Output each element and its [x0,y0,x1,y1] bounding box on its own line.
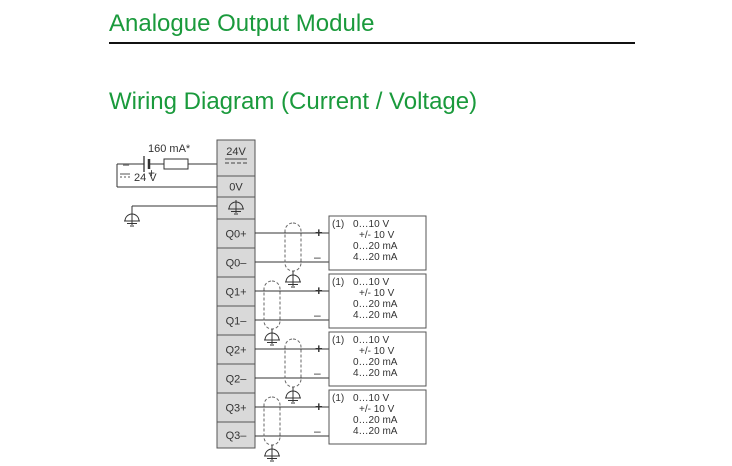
output-device-box [328,331,427,387]
terminal-label: 0V [229,182,243,194]
output-range: 0…20 mA [353,357,398,368]
polarity-plus: + [315,225,323,240]
shielded-cable-icon [284,338,302,404]
terminal-earth [216,196,256,220]
polarity-plus: + [315,399,323,414]
output-device-box [328,273,427,329]
output-device-box [328,215,427,271]
polarity-minus: – [314,308,321,322]
terminal-q0-minus: Q0– [216,247,256,278]
terminal-0v: 0V [216,175,256,198]
terminal-q3-plus: Q3+ [216,392,256,423]
terminal-q2-minus: Q2– [216,363,256,394]
output-channels: +–(1)0…10 V+/- 10 V0…20 mA4…20 mA+–(1)0…… [255,215,427,462]
output-range: 0…20 mA [353,299,398,310]
output-range: 0…10 V [353,277,389,288]
output-range: +/- 10 V [359,404,395,415]
output-channel-3: + – (1) 0…10 V+/- 10 V0…20 mA4…20 mA [255,389,427,462]
terminal-q2-plus: Q2+ [216,334,256,365]
polarity-plus: + [315,283,323,298]
output-range: 4…20 mA [353,368,398,379]
ground-icon [124,212,140,227]
subsection-title: Wiring Diagram (Current / Voltage) [109,88,478,115]
terminal-block: 24V 0V Q0+ Q0– Q1+ Q1– Q2+ Q2– Q3+ Q3– [216,139,256,449]
supply-minus: – [123,159,130,171]
output-range: 4…20 mA [353,252,398,263]
terminal-q1-plus: Q1+ [216,276,256,307]
footnote-ref: (1) [332,277,344,288]
output-range: +/- 10 V [359,346,395,357]
section-title: Analogue Output Module [109,10,375,37]
polarity-minus: – [314,366,321,380]
output-range: 0…10 V [353,335,389,346]
terminal-label: Q0+ [225,229,246,241]
output-range: 4…20 mA [353,310,398,321]
output-range: +/- 10 V [359,288,395,299]
terminal-label: Q2+ [225,345,246,357]
terminal-q0-plus: Q0+ [216,218,256,249]
footnote-ref: (1) [332,393,344,404]
terminal-label: Q1+ [225,287,246,299]
fuse-label: 160 mA* [148,143,191,155]
output-device-box [328,389,427,445]
terminal-label: Q0– [226,258,248,270]
section-divider [109,42,635,44]
terminal-label: Q2– [226,374,248,386]
ground-wire [131,205,217,214]
terminal-label: Q1– [226,316,248,328]
shielded-cable-icon [284,222,302,288]
output-channel-0: +–(1)0…10 V+/- 10 V0…20 mA4…20 mA [255,215,427,288]
shield-ground-icon [285,273,301,288]
footnote-ref: (1) [332,219,344,230]
terminal-q3-minus: Q3– [216,421,256,449]
output-range: 4…20 mA [353,426,398,437]
footnote-ref: (1) [332,335,344,346]
polarity-plus: + [315,341,323,356]
power-supply [116,156,217,188]
ground-icon [124,212,140,227]
output-range: 0…10 V [353,393,389,404]
output-range: +/- 10 V [359,230,395,241]
shield-ground-icon [264,447,280,462]
output-range: 0…20 mA [353,415,398,426]
terminal-24v: 24V [216,139,256,177]
shielded-cable-icon [263,280,281,346]
supply-voltage-label: 24 V [134,172,157,184]
terminal-label: Q3– [226,430,248,442]
polarity-minus: – [314,424,321,438]
output-channel-2: +–(1)0…10 V+/- 10 V0…20 mA4…20 mA [255,331,427,404]
terminal-label: Q3+ [225,403,246,415]
shield-ground-icon [264,331,280,346]
output-range: 0…20 mA [353,241,398,252]
shield-ground-icon [285,389,301,404]
terminal-q1-minus: Q1– [216,305,256,336]
dc-symbol-icon [120,173,130,178]
terminal-label: 24V [226,146,246,158]
output-channel-1: +–(1)0…10 V+/- 10 V0…20 mA4…20 mA [255,273,427,346]
fuse-icon [163,158,189,170]
earth-terminal-icon [228,200,244,215]
polarity-minus: – [314,250,321,264]
supply-plus: + [148,166,155,180]
shielded-cable-icon [263,396,281,462]
output-range: 0…10 V [353,219,389,230]
